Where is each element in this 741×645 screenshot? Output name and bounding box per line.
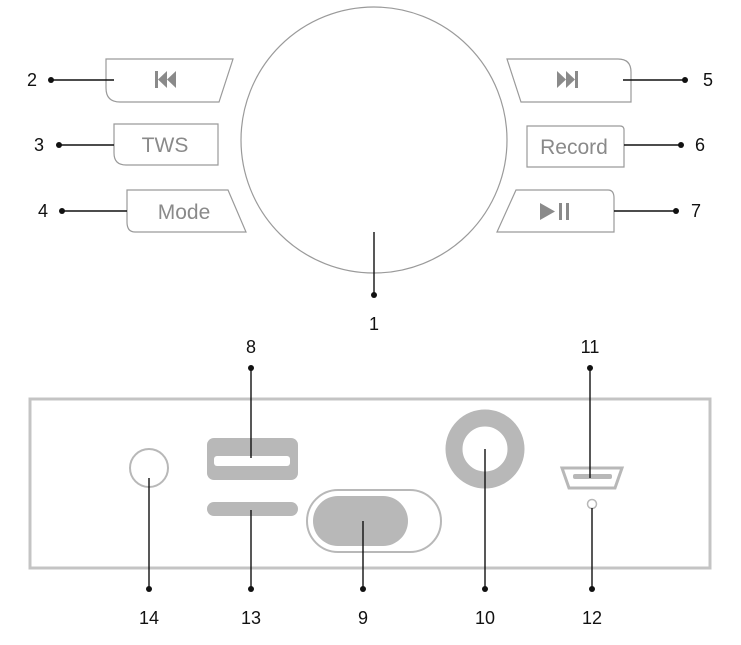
callout-14: 14 [139, 608, 159, 628]
record-button [526, 125, 625, 168]
bottom-leader-lines [146, 365, 595, 592]
callout-11: 11 [581, 337, 600, 357]
port-8-usb [207, 438, 298, 480]
port-11-micro-usb [559, 466, 625, 490]
tws-button [113, 123, 219, 166]
callout-4: 4 [38, 201, 48, 221]
callout-10: 10 [475, 608, 495, 628]
skip-previous-icon [155, 71, 176, 88]
callout-5: 5 [703, 70, 713, 90]
port-9-power-switch [306, 489, 442, 553]
mode-button [126, 189, 247, 233]
record-button-label: Record [540, 136, 608, 159]
port-12-indicator-light [586, 498, 598, 510]
callout-2: 2 [27, 70, 37, 90]
tws-button-label: TWS [142, 134, 189, 157]
callout-7: 7 [691, 201, 701, 221]
callout-1: 1 [369, 314, 379, 334]
mode-button-label: Mode [158, 201, 211, 224]
port-13-tf-card-slot [207, 502, 298, 516]
callout-8: 8 [246, 337, 256, 357]
play-pause-button [496, 189, 615, 233]
callout-12: 12 [582, 608, 602, 628]
callout-3: 3 [34, 135, 44, 155]
callout-6: 6 [695, 135, 705, 155]
callout-9: 9 [358, 608, 368, 628]
callout-13: 13 [241, 608, 261, 628]
top-leader-lines [48, 77, 688, 298]
play-pause-icon [540, 203, 569, 220]
skip-next-icon [557, 71, 578, 88]
